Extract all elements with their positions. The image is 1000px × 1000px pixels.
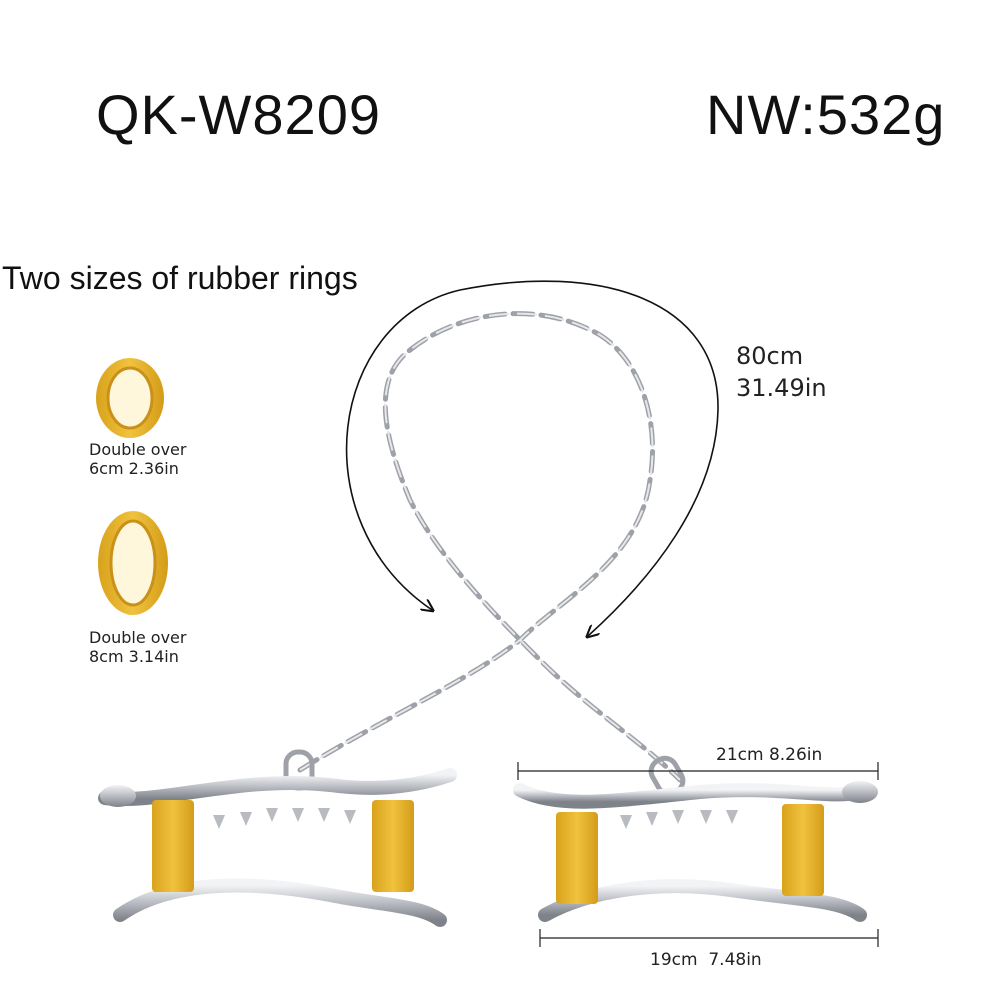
small-ring-caption: Double over 6cm 2.36in	[89, 440, 186, 478]
chain-length-arrow	[345, 280, 719, 636]
large-ring-caption-line2: 8cm 3.14in	[89, 647, 179, 666]
chain-length-cm: 80cm	[736, 342, 804, 370]
net-weight: NW:532g	[706, 83, 946, 146]
rubber-rings-title: Two sizes of rubber rings	[2, 260, 358, 296]
small-ring-caption-line1: Double over	[89, 440, 187, 459]
chain	[297, 311, 683, 783]
large-ring-caption-line1: Double over	[89, 628, 187, 647]
model-number: QK-W8209	[96, 83, 381, 146]
right-cuff	[513, 781, 878, 922]
cuff-top-width: 21cm 8.26in	[716, 745, 823, 765]
chain-length-label: 80cm 31.49in	[736, 340, 827, 404]
dimension-lines	[517, 762, 879, 947]
small-ring-caption-line2: 6cm 2.36in	[89, 459, 179, 478]
large-rubber-ring	[98, 511, 168, 615]
left-cuff	[98, 768, 457, 927]
large-ring-caption: Double over 8cm 3.14in	[89, 628, 186, 666]
cuff-bottom-width: 19cm 7.48in	[650, 950, 762, 970]
small-rubber-ring	[96, 358, 164, 438]
chain-length-in: 31.49in	[736, 374, 827, 402]
